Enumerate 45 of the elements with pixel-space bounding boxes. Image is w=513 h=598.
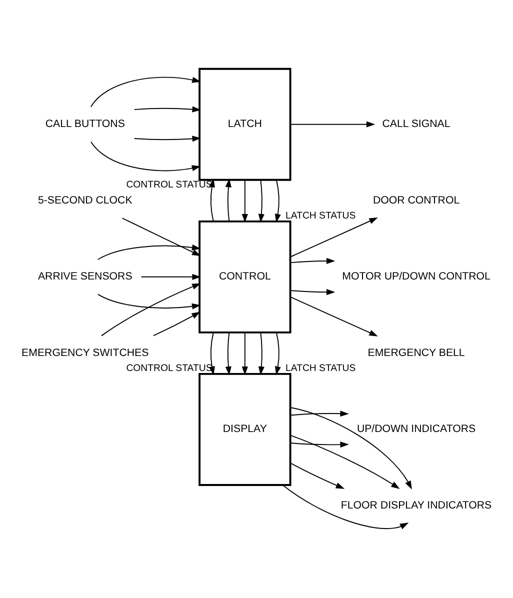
node-box: CONTROL (198, 220, 292, 334)
node-text: 5-SECOND CLOCK (38, 194, 132, 206)
node-text: CALL SIGNAL (382, 118, 450, 130)
edge-label: LATCH STATUS (286, 363, 356, 374)
arrow (140, 274, 201, 280)
arrow (225, 178, 232, 222)
node-text: UP/DOWN INDICATORS (356, 423, 476, 436)
arrow (101, 283, 201, 336)
node-text: FLOOR DISPLAY INDICATORS (340, 499, 492, 512)
arrow (290, 410, 349, 417)
node-box: DISPLAY (198, 372, 292, 486)
arrow (290, 462, 345, 489)
arrow (290, 217, 378, 258)
arrow (97, 294, 201, 310)
arrow (242, 332, 248, 376)
arrow (258, 180, 264, 223)
arrow (90, 141, 201, 172)
arrow (225, 332, 232, 376)
arrow (290, 296, 378, 336)
arrow (282, 484, 409, 530)
arrow (134, 136, 201, 142)
edge-label: LATCH STATUS (286, 210, 356, 222)
arrow (290, 434, 400, 490)
arrow (290, 258, 336, 264)
arrow (242, 180, 248, 223)
arrow (274, 332, 281, 376)
arrow (290, 289, 336, 296)
arrow (290, 442, 349, 448)
edge-label: CONTROL STATUS (126, 363, 212, 374)
arrow (153, 312, 200, 336)
node-text: ARRIVE SENSORS (38, 270, 132, 283)
node-text: MOTOR UP/DOWN CONTROL (342, 270, 490, 283)
node-text: EMERGENCY BELL (368, 346, 465, 359)
arrow (290, 121, 376, 128)
arrow (290, 407, 412, 490)
node-text: DOOR CONTROL (372, 194, 460, 206)
arrow (122, 218, 201, 256)
node-box: LATCH (198, 68, 292, 181)
arrow (258, 332, 264, 376)
node-text: EMERGENCY SWITCHES (22, 346, 149, 359)
node-text: CALL BUTTONS (45, 118, 125, 130)
arrow (90, 76, 201, 108)
arrow (97, 244, 201, 260)
arrow (274, 180, 281, 223)
arrow (134, 106, 201, 112)
